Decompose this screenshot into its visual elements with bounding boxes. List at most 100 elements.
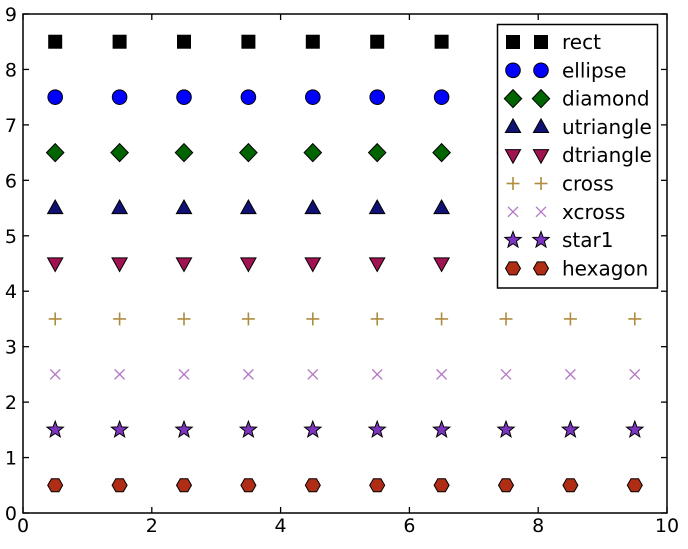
- marker-rect: [177, 34, 191, 49]
- marker-star1: [303, 419, 323, 438]
- marker-xcross: [371, 368, 383, 380]
- legend-marker-xcross-shape: [535, 206, 547, 218]
- legend-marker-hexagon: [532, 261, 550, 276]
- marker-ellipse: [369, 89, 386, 105]
- legend-marker-hexagon: [504, 261, 522, 276]
- y-tick-label: 7: [5, 115, 17, 137]
- y-tick-label: 3: [5, 337, 17, 359]
- marker-utriangle: [304, 199, 322, 215]
- marker-cross: [563, 312, 577, 326]
- x-tick-label: 10: [655, 515, 679, 537]
- legend-marker-xcross: [507, 206, 519, 218]
- marker-xcross-shape: [307, 368, 319, 380]
- marker-rect-shape: [241, 34, 256, 49]
- marker-star1-shape: [45, 419, 65, 438]
- marker-utriangle-shape: [175, 199, 193, 215]
- legend-marker-star1-shape: [531, 230, 551, 249]
- legend-marker-ellipse: [505, 62, 521, 79]
- marker-dtriangle-shape: [46, 257, 64, 273]
- marker-utriangle-shape: [368, 199, 386, 215]
- marker-cross: [241, 312, 255, 326]
- marker-hexagon-shape: [111, 478, 128, 493]
- marker-utriangle: [433, 199, 451, 215]
- marker-hexagon: [240, 478, 257, 493]
- marker-cross: [628, 312, 642, 326]
- marker-star1: [45, 419, 65, 438]
- marker-dtriangle: [433, 257, 451, 273]
- marker-ellipse-shape: [176, 89, 192, 105]
- marker-hexagon: [562, 478, 579, 493]
- marker-hexagon-shape: [433, 478, 450, 493]
- marker-dtriangle-shape: [175, 257, 193, 273]
- y-tick-label: 8: [5, 59, 17, 81]
- marker-dtriangle: [239, 257, 257, 273]
- marker-hexagon: [626, 478, 643, 493]
- marker-dtriangle: [368, 257, 386, 273]
- marker-cross: [306, 312, 320, 326]
- marker-xcross-shape: [371, 368, 383, 380]
- marker-hexagon: [497, 478, 515, 493]
- legend-marker-utriangle: [504, 117, 522, 133]
- marker-cross: [113, 312, 127, 326]
- legend-marker-diamond: [531, 88, 551, 109]
- marker-hexagon-shape: [497, 478, 515, 493]
- marker-star1-shape: [110, 419, 130, 438]
- marker-diamond-shape: [303, 142, 323, 163]
- marker-cross: [435, 312, 449, 326]
- marker-star1: [367, 419, 387, 438]
- legend-marker-utriangle-shape: [504, 117, 522, 133]
- legend-marker-hexagon-shape: [532, 261, 550, 276]
- marker-cross: [370, 312, 384, 326]
- legend-marker-rect: [534, 35, 548, 49]
- marker-star1-shape: [367, 419, 387, 438]
- marker-diamond-shape: [45, 142, 65, 163]
- legend-marker-ellipse: [533, 62, 549, 79]
- legend-label-rect: rect: [562, 30, 601, 54]
- marker-ellipse: [305, 89, 321, 105]
- marker-xcross: [564, 368, 576, 380]
- legend-label-utriangle: utriangle: [562, 115, 652, 139]
- legend-marker-diamond: [503, 88, 523, 109]
- marker-xcross-shape: [564, 368, 576, 380]
- marker-diamond-shape: [110, 142, 129, 163]
- marker-rect-shape: [305, 34, 320, 49]
- marker-star1-shape: [174, 419, 194, 438]
- marker-hexagon-shape: [240, 478, 257, 493]
- marker-xcross: [500, 368, 512, 380]
- legend-box: [496, 23, 659, 289]
- legend-marker-utriangle: [532, 117, 550, 133]
- marker-dtriangle: [304, 257, 322, 273]
- marker-xcross: [114, 368, 126, 380]
- marker-dtriangle-shape: [304, 257, 322, 273]
- marker-star1-shape: [303, 419, 323, 438]
- x-tick-label: 8: [532, 515, 544, 537]
- legend-marker-star1-shape: [503, 230, 523, 249]
- marker-star1: [110, 419, 130, 438]
- legend-marker-diamond-shape: [503, 88, 523, 109]
- marker-xcross: [436, 368, 448, 380]
- marker-rect: [48, 34, 63, 49]
- plot-border: [22, 13, 668, 514]
- legend-marker-rect: [506, 35, 520, 49]
- marker-diamond: [432, 142, 451, 163]
- legend-label-xcross: xcross: [562, 200, 625, 224]
- legend-marker-cross: [534, 177, 548, 190]
- legend-marker-dtriangle-shape: [532, 149, 550, 165]
- marker-ellipse: [47, 89, 64, 105]
- legend-label-diamond: diamond: [562, 87, 650, 111]
- marker-dtriangle: [111, 257, 129, 273]
- marker-dtriangle-shape: [111, 257, 129, 273]
- marker-star1: [625, 419, 645, 438]
- marker-ellipse-shape: [433, 89, 450, 105]
- marker-ellipse: [176, 89, 192, 105]
- marker-xcross-shape: [114, 368, 126, 380]
- legend-marker-ellipse-shape: [505, 62, 521, 79]
- marker-hexagon: [111, 478, 128, 493]
- marker-rect: [305, 34, 320, 49]
- legend-marker-xcross: [535, 206, 547, 218]
- marker-utriangle: [239, 199, 257, 215]
- marker-hexagon-shape: [304, 478, 321, 493]
- legend-marker-rect-shape: [506, 35, 520, 49]
- marker-diamond-shape: [432, 142, 451, 163]
